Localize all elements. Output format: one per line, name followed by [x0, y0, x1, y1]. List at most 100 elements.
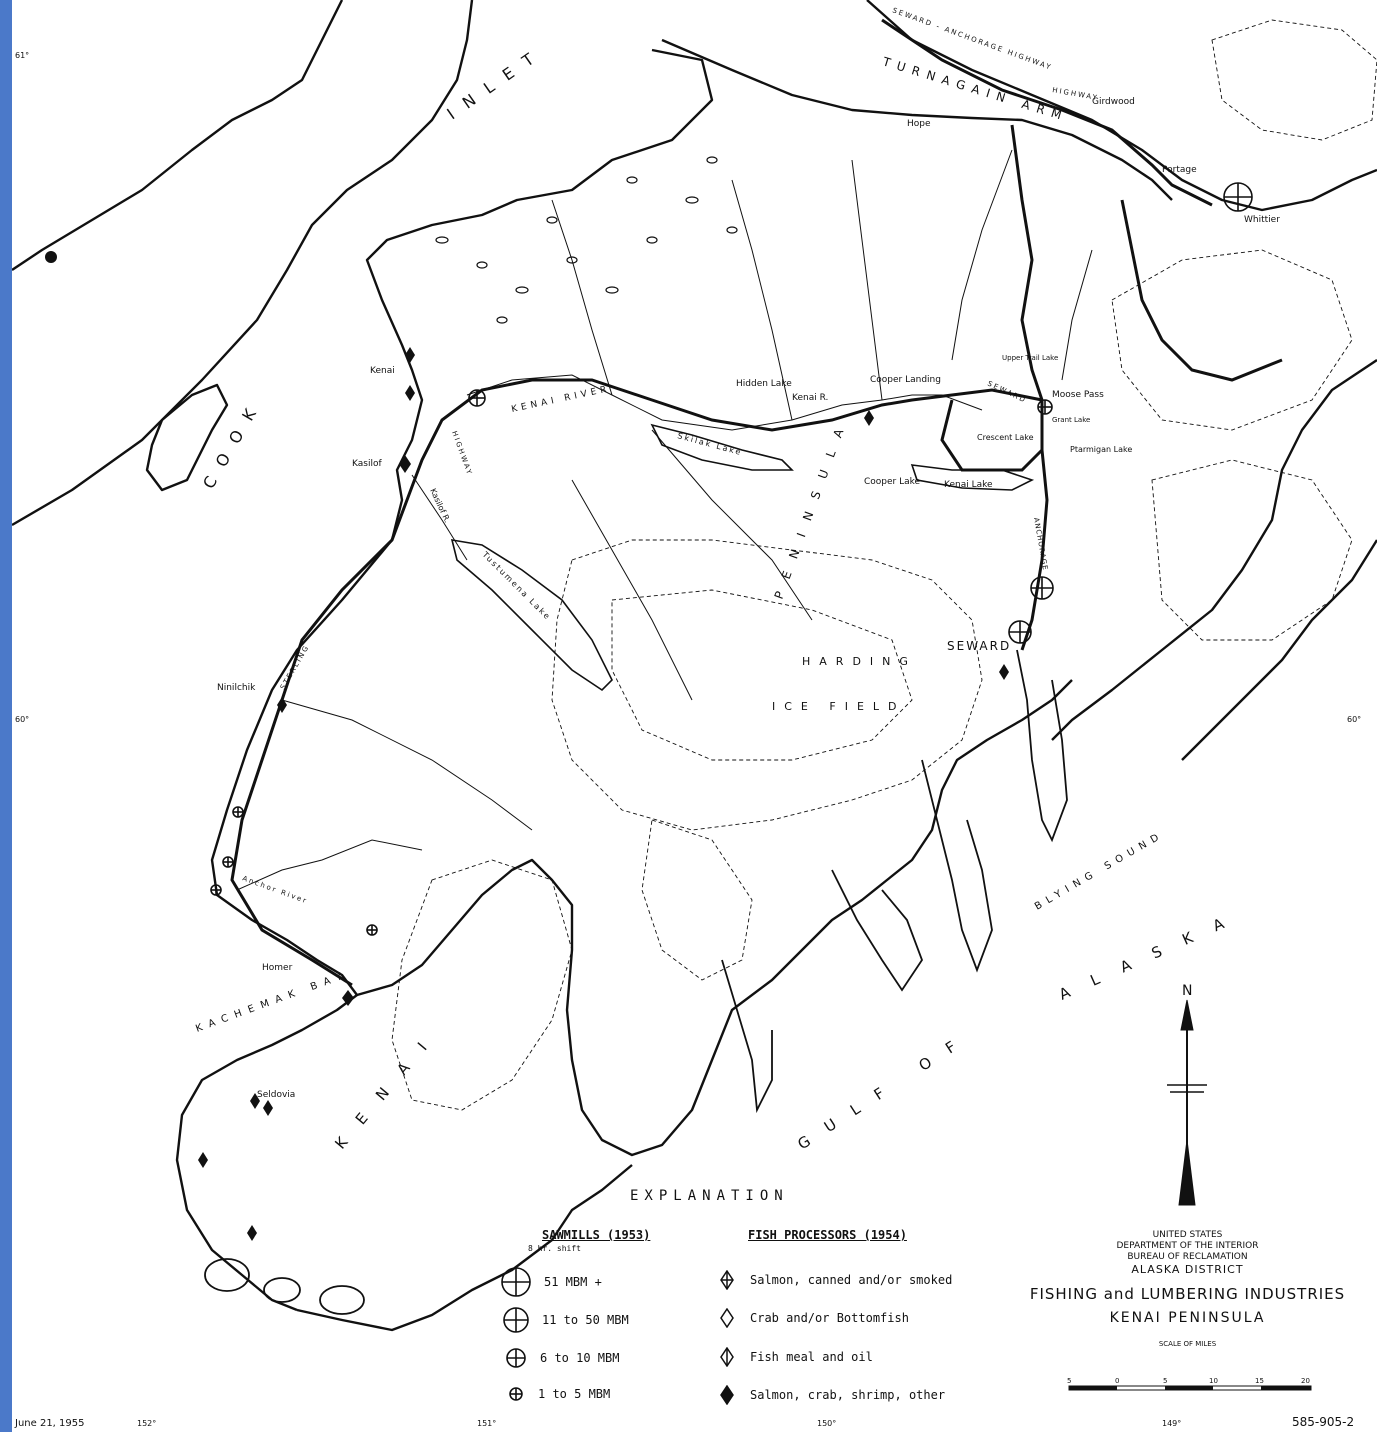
label-sterling: STERLING [279, 643, 311, 691]
sawmill-marker-ninilchik-2 [222, 856, 234, 868]
agency-line-2: DEPARTMENT OF THE INTERIOR [1116, 1241, 1259, 1251]
sawmill-marker-seward-2 [1008, 620, 1032, 644]
fish-legend-solid-label: Salmon, crab, shrimp, other [750, 1388, 946, 1402]
map-dot [45, 251, 57, 263]
title-block: UNITED STATES DEPARTMENT OF THE INTERIOR… [1015, 1230, 1360, 1349]
label-kenai-river: KENAI RIVER [511, 384, 612, 415]
agency-line-1: UNITED STATES [1152, 1230, 1223, 1240]
scale-bar: 5 0 5 10 15 20 [1067, 1377, 1312, 1391]
scale-tick-1: 0 [1115, 1377, 1119, 1385]
diamond-split-icon [720, 1347, 734, 1367]
sawmill-marker-homer [366, 924, 378, 936]
date-label: June 21, 1955 [14, 1418, 85, 1429]
fish-heading: FISH PROCESSORS (1954) [748, 1228, 907, 1242]
fish-legend-open-label: Crab and/or Bottomfish [750, 1311, 909, 1325]
fish-marker-seldovia-2 [263, 1100, 273, 1116]
north-arrow-label: N [1182, 983, 1192, 999]
river-f [281, 699, 533, 831]
lon-151: 151° [477, 1419, 496, 1428]
glacier-se-1 [641, 819, 753, 981]
label-cook: COOK [199, 393, 267, 492]
explanation-title: EXPLANATION [630, 1188, 789, 1204]
scale-tick-2: 5 [1163, 1377, 1167, 1385]
kasilof-river [411, 474, 468, 561]
coastline-north [12, 0, 474, 527]
fish-legend-split: Fish meal and oil [720, 1347, 873, 1367]
label-inlet: INLET [443, 41, 548, 123]
tustumena-lake [450, 539, 613, 692]
label-ninilchik: Ninilchik [217, 683, 256, 693]
lon-150: 150° [817, 1419, 836, 1428]
label-upper-trail-lake: Upper Trail Lake [1002, 354, 1058, 362]
label-harding: HARDING [802, 655, 917, 668]
label-kachemak-bay: KACHEMAK BAY [194, 969, 350, 1035]
label-crescent-lake: Crescent Lake [977, 433, 1034, 442]
label-anchorage-hwy: ANCHORAGE [1032, 517, 1049, 571]
fish-marker-port-graham [198, 1152, 208, 1168]
coastline-peninsula-west [175, 48, 714, 1312]
coastline-gulf-side [296, 1164, 633, 1332]
scale-tick-5: 20 [1301, 1377, 1310, 1385]
small-lake [515, 286, 529, 294]
sawmill-legend-xl-label: 51 MBM + [544, 1275, 602, 1289]
label-kenai: Kenai [370, 366, 395, 376]
label-grant-lake: Grant Lake [1052, 416, 1090, 424]
north-arrow: N [1167, 983, 1207, 1206]
fish-marker-kenai [405, 347, 415, 363]
circle-cross-lg-icon [503, 1307, 529, 1333]
lat-60-right: 60° [1347, 715, 1361, 724]
fish-marker-homer [342, 990, 354, 1006]
glacier-east [1111, 249, 1353, 431]
river-e [1061, 249, 1093, 381]
label-kenai-r: Kenai R. [792, 393, 828, 403]
fish-legend-solid: Salmon, crab, shrimp, other [720, 1385, 945, 1405]
label-whittier: Whittier [1244, 215, 1280, 225]
label-seward: SEWARD [947, 639, 1011, 653]
small-lake [566, 256, 578, 264]
lat-61: 61° [15, 51, 29, 60]
highway-portage [1120, 199, 1283, 382]
river-a [551, 199, 613, 396]
fish-marker-cooper [864, 410, 874, 426]
fish-legend-open: Crab and/or Bottomfish [720, 1308, 909, 1328]
seward-anchorage-highway [881, 18, 1213, 207]
fjord-aialik [921, 759, 993, 973]
small-lake [476, 261, 488, 269]
label-highway-north: HIGHWAY [1052, 86, 1100, 102]
sawmill-marker-moose [1037, 399, 1053, 415]
skilak-lake [650, 423, 794, 471]
island-1 [204, 1258, 250, 1292]
label-ice-field: ICE FIELD [772, 700, 906, 713]
sawmills-legend: SAWMILLS (1953) 8 hr. shift 51 MBM + 11 … [500, 1228, 700, 1408]
sawmill-legend-sm-label: 1 to 5 MBM [538, 1387, 611, 1401]
label-seldovia: Seldovia [257, 1090, 295, 1100]
sawmill-legend-lg-label: 11 to 50 MBM [542, 1313, 629, 1327]
fish-legend-split-label: Fish meal and oil [750, 1350, 873, 1364]
diamond-crossed-icon [720, 1270, 734, 1290]
label-kenai-lake: Kenai Lake [944, 480, 993, 490]
scale-label: SCALE OF MILES [1158, 1340, 1217, 1348]
island-2 [263, 1277, 301, 1303]
river-h [651, 429, 813, 621]
small-lake [605, 286, 619, 294]
sawmill-marker-seward-1 [1030, 576, 1054, 600]
fish-legend-crossed-label: Salmon, canned and/or smoked [750, 1273, 953, 1287]
label-cooper-lake: Cooper Lake [864, 477, 921, 487]
sawmill-legend-sm: 1 to 5 MBM [506, 1384, 610, 1404]
fjord-resurrection [1016, 649, 1068, 843]
coastline-east [1051, 359, 1377, 741]
label-hope: Hope [907, 119, 931, 129]
label-ptarmigan-lake: Ptarmigan Lake [1070, 445, 1132, 454]
sawmill-marker-ninilchik-1 [232, 806, 244, 818]
label-portage: Portage [1162, 165, 1197, 175]
fish-marker-seward [999, 664, 1009, 680]
sterling-highway [230, 378, 1043, 987]
glacier-south [391, 859, 573, 1111]
small-lake [546, 216, 558, 224]
anchor-river [236, 839, 423, 891]
glacier-ne [1211, 19, 1377, 141]
fjord-nuka [831, 869, 924, 992]
label-kasilof-river: Kasilof R. [428, 487, 452, 524]
fish-marker-english-bay [247, 1225, 257, 1241]
sawmills-heading: SAWMILLS (1953) [542, 1228, 651, 1242]
